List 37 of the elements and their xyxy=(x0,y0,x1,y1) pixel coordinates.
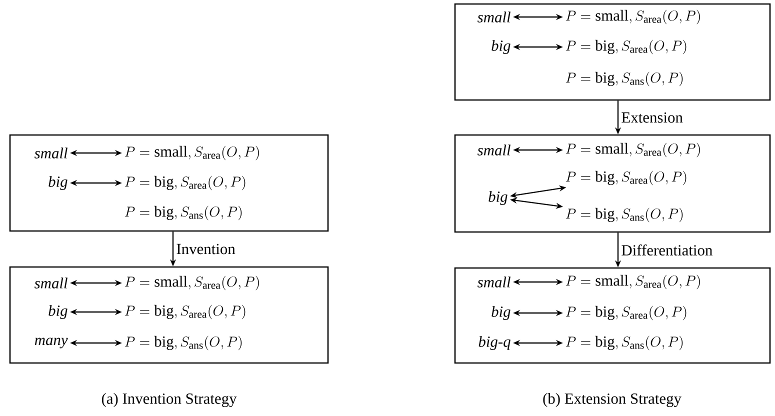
formula: $P = \mathrm{big}, S_{\mathrm{ans}}(O, P)$ xyxy=(566,72,683,86)
subfigure-caption: (a) Invention Strategy xyxy=(102,392,237,408)
state-box xyxy=(9,134,329,232)
concept-word: big xyxy=(48,176,68,190)
formula: $P = \mathrm{big}, S_{\mathrm{ans}}(O, P)$ xyxy=(566,208,683,222)
formula: $P = \mathrm{big}, S_{\mathrm{area}}(O, P)$ xyxy=(566,40,686,54)
state-box xyxy=(9,266,329,364)
concept-word: small xyxy=(478,144,510,156)
edge-label: Differentiation xyxy=(622,244,712,256)
formula: $P = \mathrm{small}, S_{\mathrm{area}}(O, P)$ xyxy=(124,146,259,160)
edge-label: Extension xyxy=(622,112,683,123)
formula: $P = \mathrm{big}, S_{\mathrm{area}}(O, P)$ xyxy=(124,176,246,190)
state-box xyxy=(454,134,771,233)
formula: $P = \mathrm{big}, S_{\mathrm{area}}(O, P)$ xyxy=(566,170,686,186)
concept-word: big-q xyxy=(478,336,510,350)
formula: $P = \mathrm{big}, S_{\mathrm{area}}(O, P)$ xyxy=(566,306,686,320)
formula: $P = \mathrm{big}, S_{\mathrm{ans}}(O, P)$ xyxy=(124,336,242,350)
concept-word: big xyxy=(492,306,510,320)
concept-word: small xyxy=(34,278,68,288)
subfigure-caption: (b) Extension Strategy xyxy=(543,392,682,408)
concept-word: small xyxy=(478,12,510,22)
concept-word: big xyxy=(48,305,68,319)
formula: $P = \mathrm{small}, S_{\mathrm{area}}(O, P)$ xyxy=(566,10,700,24)
state-box xyxy=(454,267,771,364)
state-box xyxy=(454,3,771,101)
formula: $P = \mathrm{small}, S_{\mathrm{area}}(O, P)$ xyxy=(566,274,700,290)
formula: $P = \mathrm{big}, S_{\mathrm{area}}(O, P)$ xyxy=(124,304,246,320)
concept-word: small xyxy=(478,276,510,288)
concept-word: small xyxy=(34,148,68,158)
edge-label: Invention xyxy=(176,244,236,254)
formula: $P = \mathrm{small}, S_{\mathrm{area}}(O, P)$ xyxy=(566,142,700,158)
formula: $P = \mathrm{big}, S_{\mathrm{ans}}(O, P)$ xyxy=(124,206,242,220)
formula: $P = \mathrm{small}, S_{\mathrm{area}}(O, P)$ xyxy=(124,276,259,290)
formula: $P = \mathrm{big}, S_{\mathrm{ans}}(O, P)$ xyxy=(566,336,683,350)
concept-word: big xyxy=(488,191,508,205)
concept-word: many xyxy=(34,338,68,348)
concept-word: big xyxy=(492,40,510,54)
